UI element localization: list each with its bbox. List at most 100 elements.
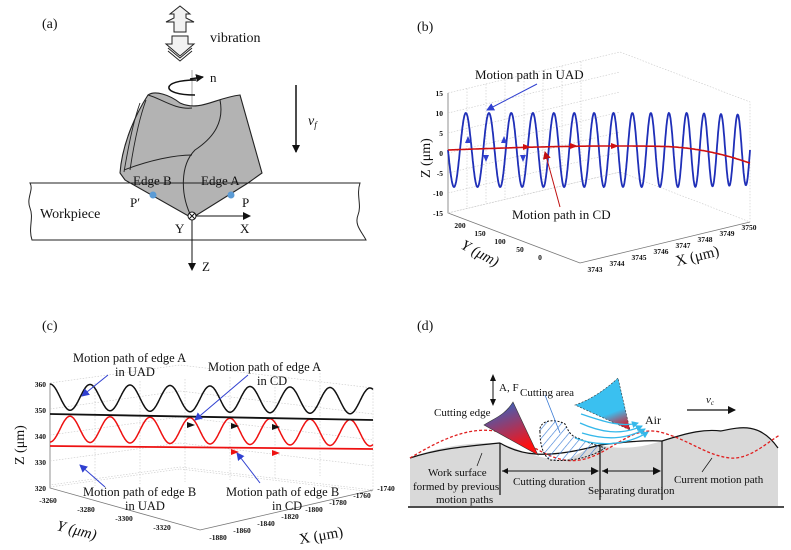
d-cutting-edge-1 xyxy=(483,401,539,456)
c-z-tick: 360 xyxy=(35,380,47,389)
d-amp-freq-label: A, F xyxy=(499,382,519,394)
b-grid-line xyxy=(447,171,621,214)
c-edge-b-uad-path xyxy=(50,415,374,447)
c-annotation-a-cd-arrow xyxy=(194,374,249,421)
c-x-tick: -1760 xyxy=(353,491,371,500)
d-cutting-edge-2 xyxy=(574,377,631,431)
b-y-tick: 50 xyxy=(516,245,524,254)
c-z-tick: 320 xyxy=(35,484,47,493)
b-y-tick: 200 xyxy=(454,221,466,230)
c-annotation-a-uad-arrow xyxy=(81,374,109,397)
b-zlabel: Z (μm) xyxy=(419,138,434,178)
feed-velocity-label: vf xyxy=(308,114,318,130)
b-z-tick: 10 xyxy=(436,109,444,118)
b-uad-direction-arrow xyxy=(520,155,526,162)
c-annotation-b-cd-line1: Motion path of edge B xyxy=(226,485,339,499)
c-grid-line xyxy=(49,390,181,410)
p-prime-label: P′ xyxy=(130,195,140,210)
d-current-motion-path-pointer xyxy=(701,457,713,473)
workpiece-label: Workpiece xyxy=(40,207,100,222)
rotation-arrow xyxy=(168,79,197,96)
b-annotation-cd: Motion path in CD xyxy=(512,207,611,222)
d-air-label: Air xyxy=(645,413,661,427)
d-cutting-area-label: Cutting area xyxy=(520,387,574,399)
z-axis-label: Z xyxy=(202,259,210,274)
panel-c-label: (c) xyxy=(42,319,58,334)
c-edge-b-cd-path xyxy=(49,445,374,450)
c-motion-paths xyxy=(49,383,374,456)
b-x-tick: 3744 xyxy=(610,259,625,268)
c-x-tick: -1740 xyxy=(377,484,395,493)
rotation-n-label: n xyxy=(210,70,217,85)
b-cd-path xyxy=(447,145,751,164)
c-edge-a-uad-path xyxy=(49,383,374,415)
vibration-arrow-icon xyxy=(164,5,196,62)
c-annotation-b-uad-line1: Motion path of edge B xyxy=(83,485,196,499)
b-y-tick: 150 xyxy=(474,229,486,238)
edge-b-label: Edge B xyxy=(133,173,172,188)
c-annotation-b-cd-line2: in CD xyxy=(272,499,302,513)
b-grid-line xyxy=(447,151,621,194)
c-annotation-a-cd-line2: in CD xyxy=(257,374,287,388)
b-cd-direction-arrow xyxy=(570,143,578,149)
b-motion-paths xyxy=(447,111,751,189)
c-grid-line xyxy=(179,416,374,441)
b-uad-direction-arrow xyxy=(483,155,489,162)
b-x-tick: 3747 xyxy=(676,241,691,250)
p-label: P xyxy=(242,195,249,210)
d-work-surface-line2: formed by previous xyxy=(413,481,499,493)
drill-tool xyxy=(119,92,263,219)
point-p xyxy=(227,191,235,199)
b-y-tick: 0 xyxy=(538,253,542,262)
b-x-tick: 3749 xyxy=(720,229,735,238)
c-x-tick: -1880 xyxy=(209,533,227,542)
d-work-surface-pointer xyxy=(476,452,483,467)
c-y-tick: -3300 xyxy=(115,514,133,523)
panel-a: (a) vibration n vf Workpiece xyxy=(28,5,367,274)
b-x-tick: 3743 xyxy=(588,265,603,274)
d-cutting-velocity-label: vc xyxy=(706,394,715,407)
d-current-motion-path-label: Current motion path xyxy=(674,474,764,486)
c-x-tick: -1780 xyxy=(329,498,347,507)
vibration-label: vibration xyxy=(210,31,261,46)
d-work-surface-line1: Work surface xyxy=(428,467,487,479)
c-xlabel: X (μm) xyxy=(298,524,344,547)
c-z-tick: 340 xyxy=(35,432,47,441)
c-annotation-a-cd-line1: Motion path of edge A xyxy=(208,360,321,374)
c-grid-line xyxy=(49,468,181,488)
d-cutting-area xyxy=(539,420,607,461)
b-annotation-uad: Motion path in UAD xyxy=(475,67,584,82)
c-x-tick: -1800 xyxy=(305,505,323,514)
b-grid-line xyxy=(447,131,621,174)
b-grid-line xyxy=(447,111,621,154)
c-grid-line xyxy=(49,416,181,436)
b-uad-path xyxy=(447,111,751,189)
b-z-tick: 5 xyxy=(439,129,443,138)
b-annotation-cd-arrow xyxy=(542,151,561,208)
c-annotation-b-uad-arrow xyxy=(79,464,106,488)
workpiece-outline xyxy=(28,182,367,241)
b-uad-direction-arrow xyxy=(465,136,471,143)
b-grid-line xyxy=(447,71,621,114)
panel-a-label: (a) xyxy=(42,17,58,32)
d-current-motion-path xyxy=(409,429,781,462)
c-annotation-a-uad-line2: in UAD xyxy=(115,365,155,379)
b-y-tick: 100 xyxy=(494,237,506,246)
y-axis-label: Y xyxy=(175,221,185,236)
panel-c: (c) Motion path of edge A in UAD Motion … xyxy=(13,319,395,548)
c-edge-a-direction-arrow xyxy=(187,422,195,428)
c-edge-a-cd-path xyxy=(49,413,374,421)
edge-a-label: Edge A xyxy=(201,173,240,188)
c-grid-line xyxy=(179,442,374,467)
d-air-flow-arrows xyxy=(574,413,649,445)
b-z-tick: 15 xyxy=(436,89,444,98)
d-cutting-duration-label: Cutting duration xyxy=(513,476,586,488)
b-x-tick: 3750 xyxy=(742,223,757,232)
c-y-tick: -3280 xyxy=(77,505,95,514)
c-z-tick: 330 xyxy=(35,458,47,467)
c-grid-line xyxy=(49,442,181,462)
b-grid-line xyxy=(447,91,621,134)
c-edge-b-direction-arrow xyxy=(272,450,280,456)
b-cd-direction-arrow xyxy=(611,143,619,149)
